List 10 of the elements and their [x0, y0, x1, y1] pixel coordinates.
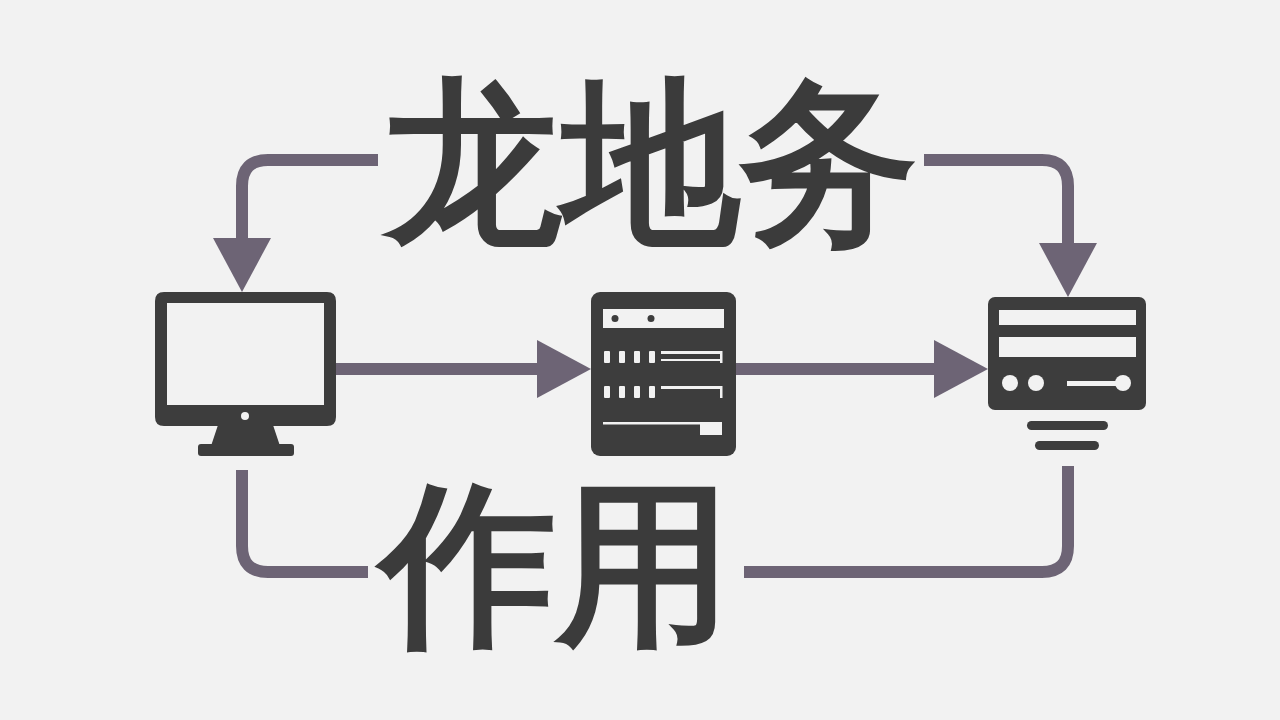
- heading-text: 作用: [368, 469, 744, 663]
- arrow: [336, 340, 591, 398]
- arrow: [213, 154, 378, 292]
- arrow: [736, 340, 988, 398]
- monitor-icon: [155, 292, 336, 456]
- connector-line: [744, 466, 1074, 578]
- arrow: [924, 154, 1097, 297]
- heading-text: 龙地务: [378, 66, 924, 262]
- server-icon: [591, 292, 736, 456]
- router-icon: [988, 297, 1148, 452]
